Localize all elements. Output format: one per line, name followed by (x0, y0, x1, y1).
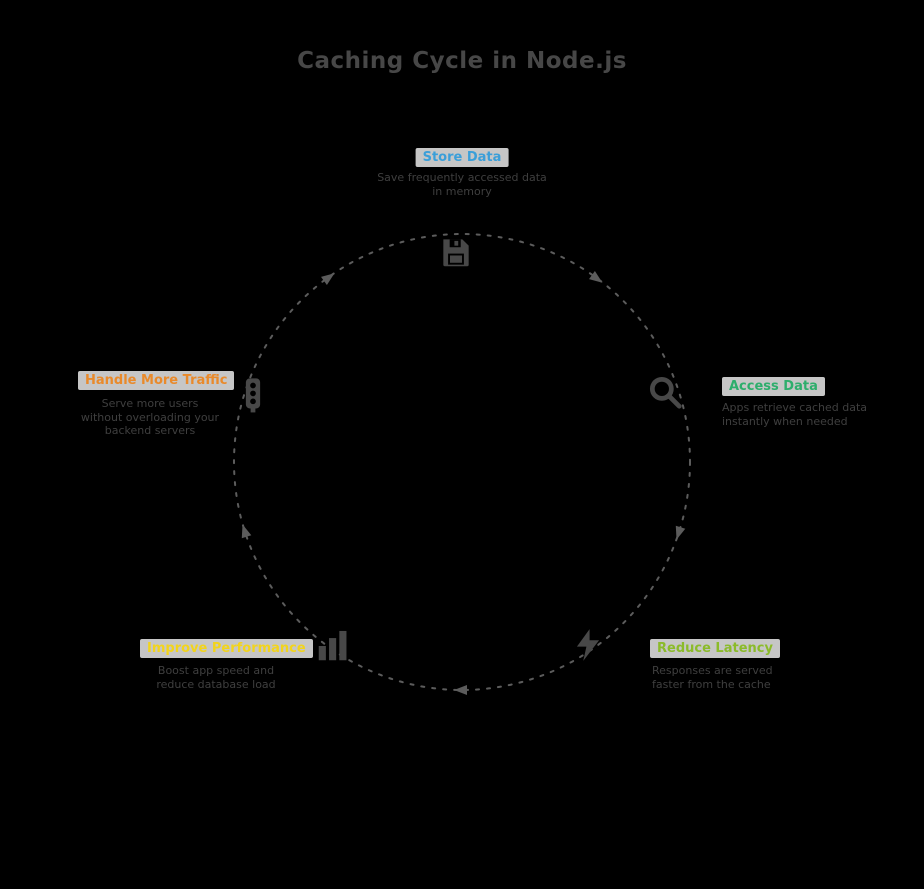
magnifier-icon (646, 373, 684, 411)
arrowhead-icon (321, 273, 335, 285)
bar-chart-icon (314, 627, 352, 665)
traffic-light-icon (234, 376, 272, 414)
node-description-access-data: Apps retrieve cached data instantly when… (722, 401, 868, 428)
arrowhead-icon (589, 271, 603, 283)
arrowhead-icon (454, 685, 467, 695)
arrowhead-icon (241, 524, 252, 539)
node-label-reduce-latency: Reduce Latency (650, 639, 780, 658)
node-description-handle-more-traffic: Serve more users without overloading you… (80, 397, 220, 437)
arrowhead-icon (675, 525, 686, 540)
floppy-disk-icon (437, 233, 475, 271)
node-description-improve-performance: Boost app speed and reduce database load (156, 664, 276, 691)
node-label-improve-performance: Improve Performance (140, 639, 313, 658)
node-description-store-data: Save frequently accessed data in memory (377, 171, 547, 198)
diagram-title: Caching Cycle in Node.js (297, 48, 627, 74)
dashed-circle (233, 233, 691, 691)
node-label-store-data: Store Data (415, 148, 509, 167)
cycle-arrowheads (241, 271, 686, 695)
node-description-reduce-latency: Responses are served faster from the cac… (652, 664, 773, 691)
node-label-access-data: Access Data (722, 377, 825, 396)
node-label-handle-more-traffic: Handle More Traffic (78, 371, 235, 390)
lightning-icon (569, 626, 607, 664)
